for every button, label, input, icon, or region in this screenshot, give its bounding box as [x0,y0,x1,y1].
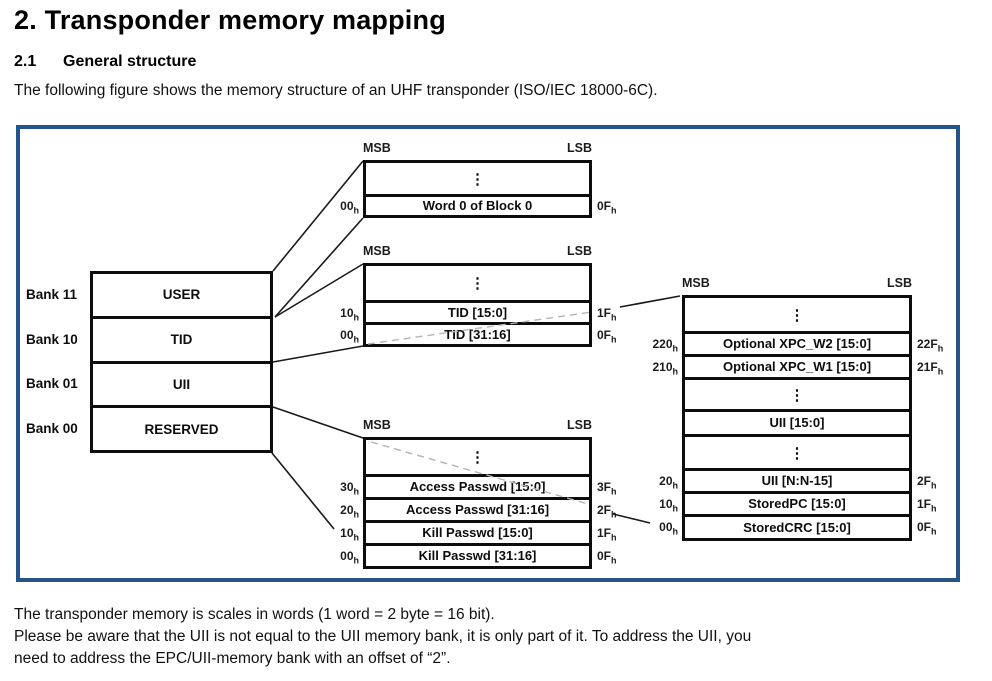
msb-label: MSB [363,418,391,432]
connector-tid-bottom [272,345,364,363]
ellipsis-row: ⋮ [789,306,805,324]
msb-label: MSB [363,141,391,155]
uii-left-address-210h: 210h [652,360,678,377]
uii-left-address-220h: 220h [652,337,678,354]
reserved-right-address-0Fh: 0Fh [597,549,617,566]
tid-right-address-1Fh: 1Fh [597,306,617,323]
tid-block: ⋮ TID [15:0] TID [31:16] [363,263,592,347]
kill-passwd-15-0-row: Kill Passwd [15:0] [366,520,589,543]
bank-row-uii: UII [93,360,270,406]
lsb-label: LSB [887,276,912,290]
tid-left-address-00h: 00h [340,328,359,345]
bank-10-label: Bank 10 [26,332,78,347]
reserved-left-address-20h: 20h [340,503,359,520]
memory-map-figure: Bank 11 Bank 10 Bank 01 Bank 00 USER TID… [16,125,960,582]
ellipsis-row: ⋮ [470,275,485,292]
access-passwd-31-16-row: Access Passwd [31:16] [366,497,589,520]
reserved-block: ⋮ Access Passwd [15:0] Access Passwd [31… [363,437,592,569]
uii-msb-lsb-row: MSB LSB [682,276,912,290]
uii-15-0-row: UII [15:0] [685,409,909,434]
bank-row-user: USER [162,287,201,303]
footer-line-2: Please be aware that the UII is not equa… [14,628,752,645]
bank-01-label: Bank 01 [26,376,78,391]
tid-right-address-0Fh: 0Fh [597,328,617,345]
reserved-msb-lsb-row: MSB LSB [363,418,592,432]
tid-msb-lsb-row: MSB LSB [363,244,592,258]
uii-right-address-21Fh: 21Fh [917,360,944,377]
bank-00-label: Bank 00 [26,421,78,436]
reserved-left-address-30h: 30h [340,480,359,497]
section-number: 2.1 [14,53,37,70]
word0-msb-lsb-row: MSB LSB [363,141,592,155]
tid-left-address-10h: 10h [340,306,359,323]
msb-label: MSB [682,276,710,290]
ellipsis-row: ⋮ [685,377,909,409]
uii-left-address-00h: 00h [659,520,678,537]
lsb-label: LSB [567,141,592,155]
kill-passwd-31-16-row: Kill Passwd [31:16] [366,543,589,566]
word0-right-address: 0Fh [597,199,617,216]
word0-block: ⋮ Word 0 of Block 0 [363,160,592,218]
xpc-w2-row: Optional XPC_W2 [15:0] [685,331,909,354]
ellipsis-row: ⋮ [470,449,485,466]
word0-row: Word 0 of Block 0 [366,194,589,215]
uii-right-address-22Fh: 22Fh [917,337,944,354]
msb-label: MSB [363,244,391,258]
uii-right-address-2Fh: 2Fh [917,474,937,491]
section-heading: 2.1 General structure [14,53,196,71]
storedpc-row: StoredPC [15:0] [685,491,909,514]
connector-user-top [272,160,364,272]
xpc-w1-row: Optional XPC_W1 [15:0] [685,354,909,377]
connector-user-bottom [274,217,364,318]
memory-bank-box: USER TID UII RESERVED [90,271,273,453]
uii-right-address-1Fh: 1Fh [917,497,937,514]
lsb-label: LSB [567,244,592,258]
word0-left-address: 00h [340,199,359,216]
intro-paragraph: The following figure shows the memory st… [14,82,658,99]
tid-15-0-row: TID [15:0] [366,300,589,322]
reserved-right-address-3Fh: 3Fh [597,480,617,497]
bank-11-label: Bank 11 [26,287,78,302]
reserved-right-address-1Fh: 1Fh [597,526,617,543]
bank-row-tid: TID [93,315,270,361]
ellipsis-row: ⋮ [685,434,909,468]
footer-line-1: The transponder memory is scales in word… [14,606,495,623]
uii-left-address-20h: 20h [659,474,678,491]
uii-left-address-10h: 10h [659,497,678,514]
storedcrc-row: StoredCRC [15:0] [685,514,909,538]
tid-31-16-row: TID [31:16] [366,322,589,344]
reserved-left-address-00h: 00h [340,549,359,566]
section-title: General structure [63,53,197,70]
lsb-label: LSB [567,418,592,432]
uii-block: ⋮ Optional XPC_W2 [15:0] Optional XPC_W1… [682,295,912,541]
reserved-left-address-10h: 10h [340,526,359,543]
footer-line-3: need to address the EPC/UII-memory bank … [14,650,451,667]
uii-right-address-0Fh: 0Fh [917,520,937,537]
uii-n-row: UII [N:N-15] [685,468,909,491]
bank-row-reserved: RESERVED [93,405,270,450]
connector-reserved-top [272,406,364,439]
ellipsis-row: ⋮ [470,170,485,188]
page-title: 2. Transponder memory mapping [14,5,446,35]
access-passwd-15-0-row: Access Passwd [15:0] [366,474,589,497]
